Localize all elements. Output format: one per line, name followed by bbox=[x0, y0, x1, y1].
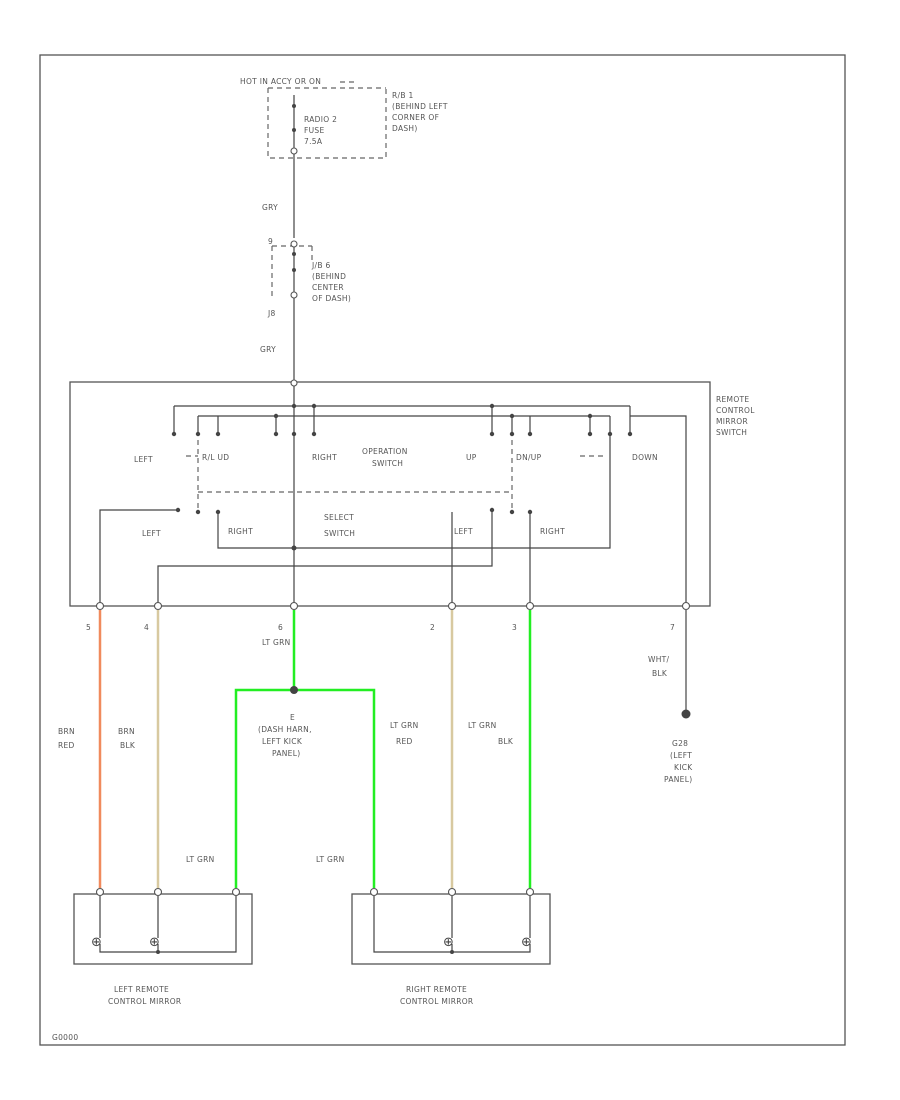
wire-label-blk: BLK bbox=[120, 741, 136, 750]
fuse-loc-1: R/B 1 bbox=[392, 91, 414, 100]
int-wire-pin4 bbox=[157, 510, 493, 604]
jb-dot-1 bbox=[292, 252, 296, 256]
fuse-terminal bbox=[290, 147, 298, 155]
pin-label-5: 5 bbox=[86, 623, 91, 632]
op-switch-label-1: OPERATION bbox=[362, 447, 408, 456]
jb-line-3: CENTER bbox=[312, 283, 344, 292]
left-motor-1-icon: ⊕ bbox=[91, 935, 102, 950]
mirror-switch-box bbox=[69, 381, 711, 607]
jb-line-4: OF DASH) bbox=[312, 294, 351, 303]
right-mirror-label-1: RIGHT REMOTE bbox=[406, 985, 467, 994]
sel-right-label: RIGHT bbox=[228, 527, 253, 536]
mirror-wire-right: LT GRN bbox=[316, 855, 345, 864]
wire-label-ltgrn-blk-1: LT GRN bbox=[468, 721, 497, 730]
switch-pins bbox=[95, 601, 691, 611]
jb-pin-label: 9 bbox=[268, 237, 273, 246]
splice-id: E bbox=[290, 713, 295, 722]
switch-input-pin bbox=[290, 379, 298, 387]
sel-left2-label: LEFT bbox=[454, 527, 473, 536]
connector-j8: J8 bbox=[267, 309, 276, 318]
pin-label-3: 3 bbox=[512, 623, 517, 632]
fuse-line-2: FUSE bbox=[304, 126, 325, 135]
diagram-frame bbox=[39, 54, 846, 1046]
wire-gry-1: GRY bbox=[262, 203, 278, 212]
int-wire-right-loop bbox=[217, 436, 611, 549]
splice-line-3: PANEL) bbox=[272, 749, 300, 758]
wire-label-ltgrn-blk-2: BLK bbox=[498, 737, 514, 746]
wire-label-ltgrn-top: LT GRN bbox=[262, 638, 291, 647]
pin-label-7: 7 bbox=[670, 623, 675, 632]
left-mirror-label-1: LEFT REMOTE bbox=[114, 985, 169, 994]
ground-g28 bbox=[681, 709, 691, 719]
fuse-line-3: 7.5A bbox=[304, 137, 323, 146]
wire-gry-2: GRY bbox=[260, 345, 276, 354]
wire-label-ltgrn-red-2: RED bbox=[396, 737, 413, 746]
wire-label-brn: BRN bbox=[58, 727, 75, 736]
wire-label-blk-2: BLK bbox=[652, 669, 668, 678]
left-mirror-label-2: CONTROL MIRROR bbox=[108, 997, 181, 1006]
ground-line-4: PANEL) bbox=[664, 775, 692, 784]
fuse-loc-2: (BEHIND LEFT bbox=[392, 102, 448, 111]
ground-line-1: G28 bbox=[672, 739, 688, 748]
op-up-label: UP bbox=[466, 453, 477, 462]
jb-terminal-bottom bbox=[290, 291, 298, 299]
fuse-dot-1 bbox=[292, 104, 296, 108]
left-motor-2-icon: ⊕ bbox=[149, 935, 160, 950]
right-mirror-terminals bbox=[369, 887, 535, 954]
switch-title-3: MIRROR bbox=[716, 417, 748, 426]
switch-title-2: CONTROL bbox=[716, 406, 755, 415]
jb-line-1: J/B 6 bbox=[311, 261, 331, 270]
right-motor-2-icon: ⊕ bbox=[521, 935, 532, 950]
ground-line-2: (LEFT bbox=[670, 751, 692, 760]
fuse-box bbox=[267, 88, 387, 159]
int-wire-pin7 bbox=[630, 415, 687, 604]
int-junction bbox=[291, 545, 297, 551]
select-label-1: SELECT bbox=[324, 513, 354, 522]
select-contacts bbox=[175, 507, 533, 515]
switch-title-1: REMOTE bbox=[716, 395, 749, 404]
wire-lt-grn-split bbox=[234, 688, 376, 888]
jb-box bbox=[271, 245, 313, 300]
sel-right2-label: RIGHT bbox=[540, 527, 565, 536]
op-rl-ud-label: R/L UD bbox=[202, 453, 229, 462]
wire-label-brn-2: BRN bbox=[118, 727, 135, 736]
select-label-2: SWITCH bbox=[324, 529, 355, 538]
switch-contacts bbox=[171, 403, 633, 437]
switch-title-4: SWITCH bbox=[716, 428, 747, 437]
splice-line-2: LEFT KICK bbox=[262, 737, 303, 746]
int-wire-pin5 bbox=[99, 509, 178, 604]
fuse-loc-3: CORNER OF bbox=[392, 113, 439, 122]
left-mirror-box bbox=[73, 893, 253, 965]
ground-line-3: KICK bbox=[674, 763, 693, 772]
jb-terminal-top bbox=[290, 240, 298, 248]
left-mirror-terminals bbox=[95, 887, 241, 954]
op-left-label: LEFT bbox=[134, 455, 153, 464]
fuse-line-1: RADIO 2 bbox=[304, 115, 337, 124]
op-switch-label-2: SWITCH bbox=[372, 459, 403, 468]
splice-e bbox=[290, 686, 298, 694]
sel-left-label: LEFT bbox=[142, 529, 161, 538]
jb-dot-2 bbox=[292, 268, 296, 272]
op-down-up-label: DN/UP bbox=[516, 453, 542, 462]
right-motor-1-icon: ⊕ bbox=[443, 935, 454, 950]
op-down-label: DOWN bbox=[632, 453, 658, 462]
hot-label: HOT IN ACCY OR ON bbox=[240, 77, 321, 86]
wire-label-red: RED bbox=[58, 741, 75, 750]
fuse-loc-4: DASH) bbox=[392, 124, 418, 133]
pin-label-2: 2 bbox=[430, 623, 435, 632]
splice-line-1: (DASH HARN, bbox=[258, 725, 312, 734]
op-right-label: RIGHT bbox=[312, 453, 337, 462]
fuse-dot-2 bbox=[292, 128, 296, 132]
right-mirror-label-2: CONTROL MIRROR bbox=[400, 997, 473, 1006]
mirror-wire-left: LT GRN bbox=[186, 855, 215, 864]
pin-label-6: 6 bbox=[278, 623, 283, 632]
wire-label-wht: WHT/ bbox=[648, 655, 670, 664]
wire-label-ltgrn-red-1: LT GRN bbox=[390, 721, 419, 730]
pin-label-4: 4 bbox=[144, 623, 149, 632]
jb-line-2: (BEHIND bbox=[312, 272, 346, 281]
diagram-id: G0000 bbox=[52, 1033, 78, 1042]
